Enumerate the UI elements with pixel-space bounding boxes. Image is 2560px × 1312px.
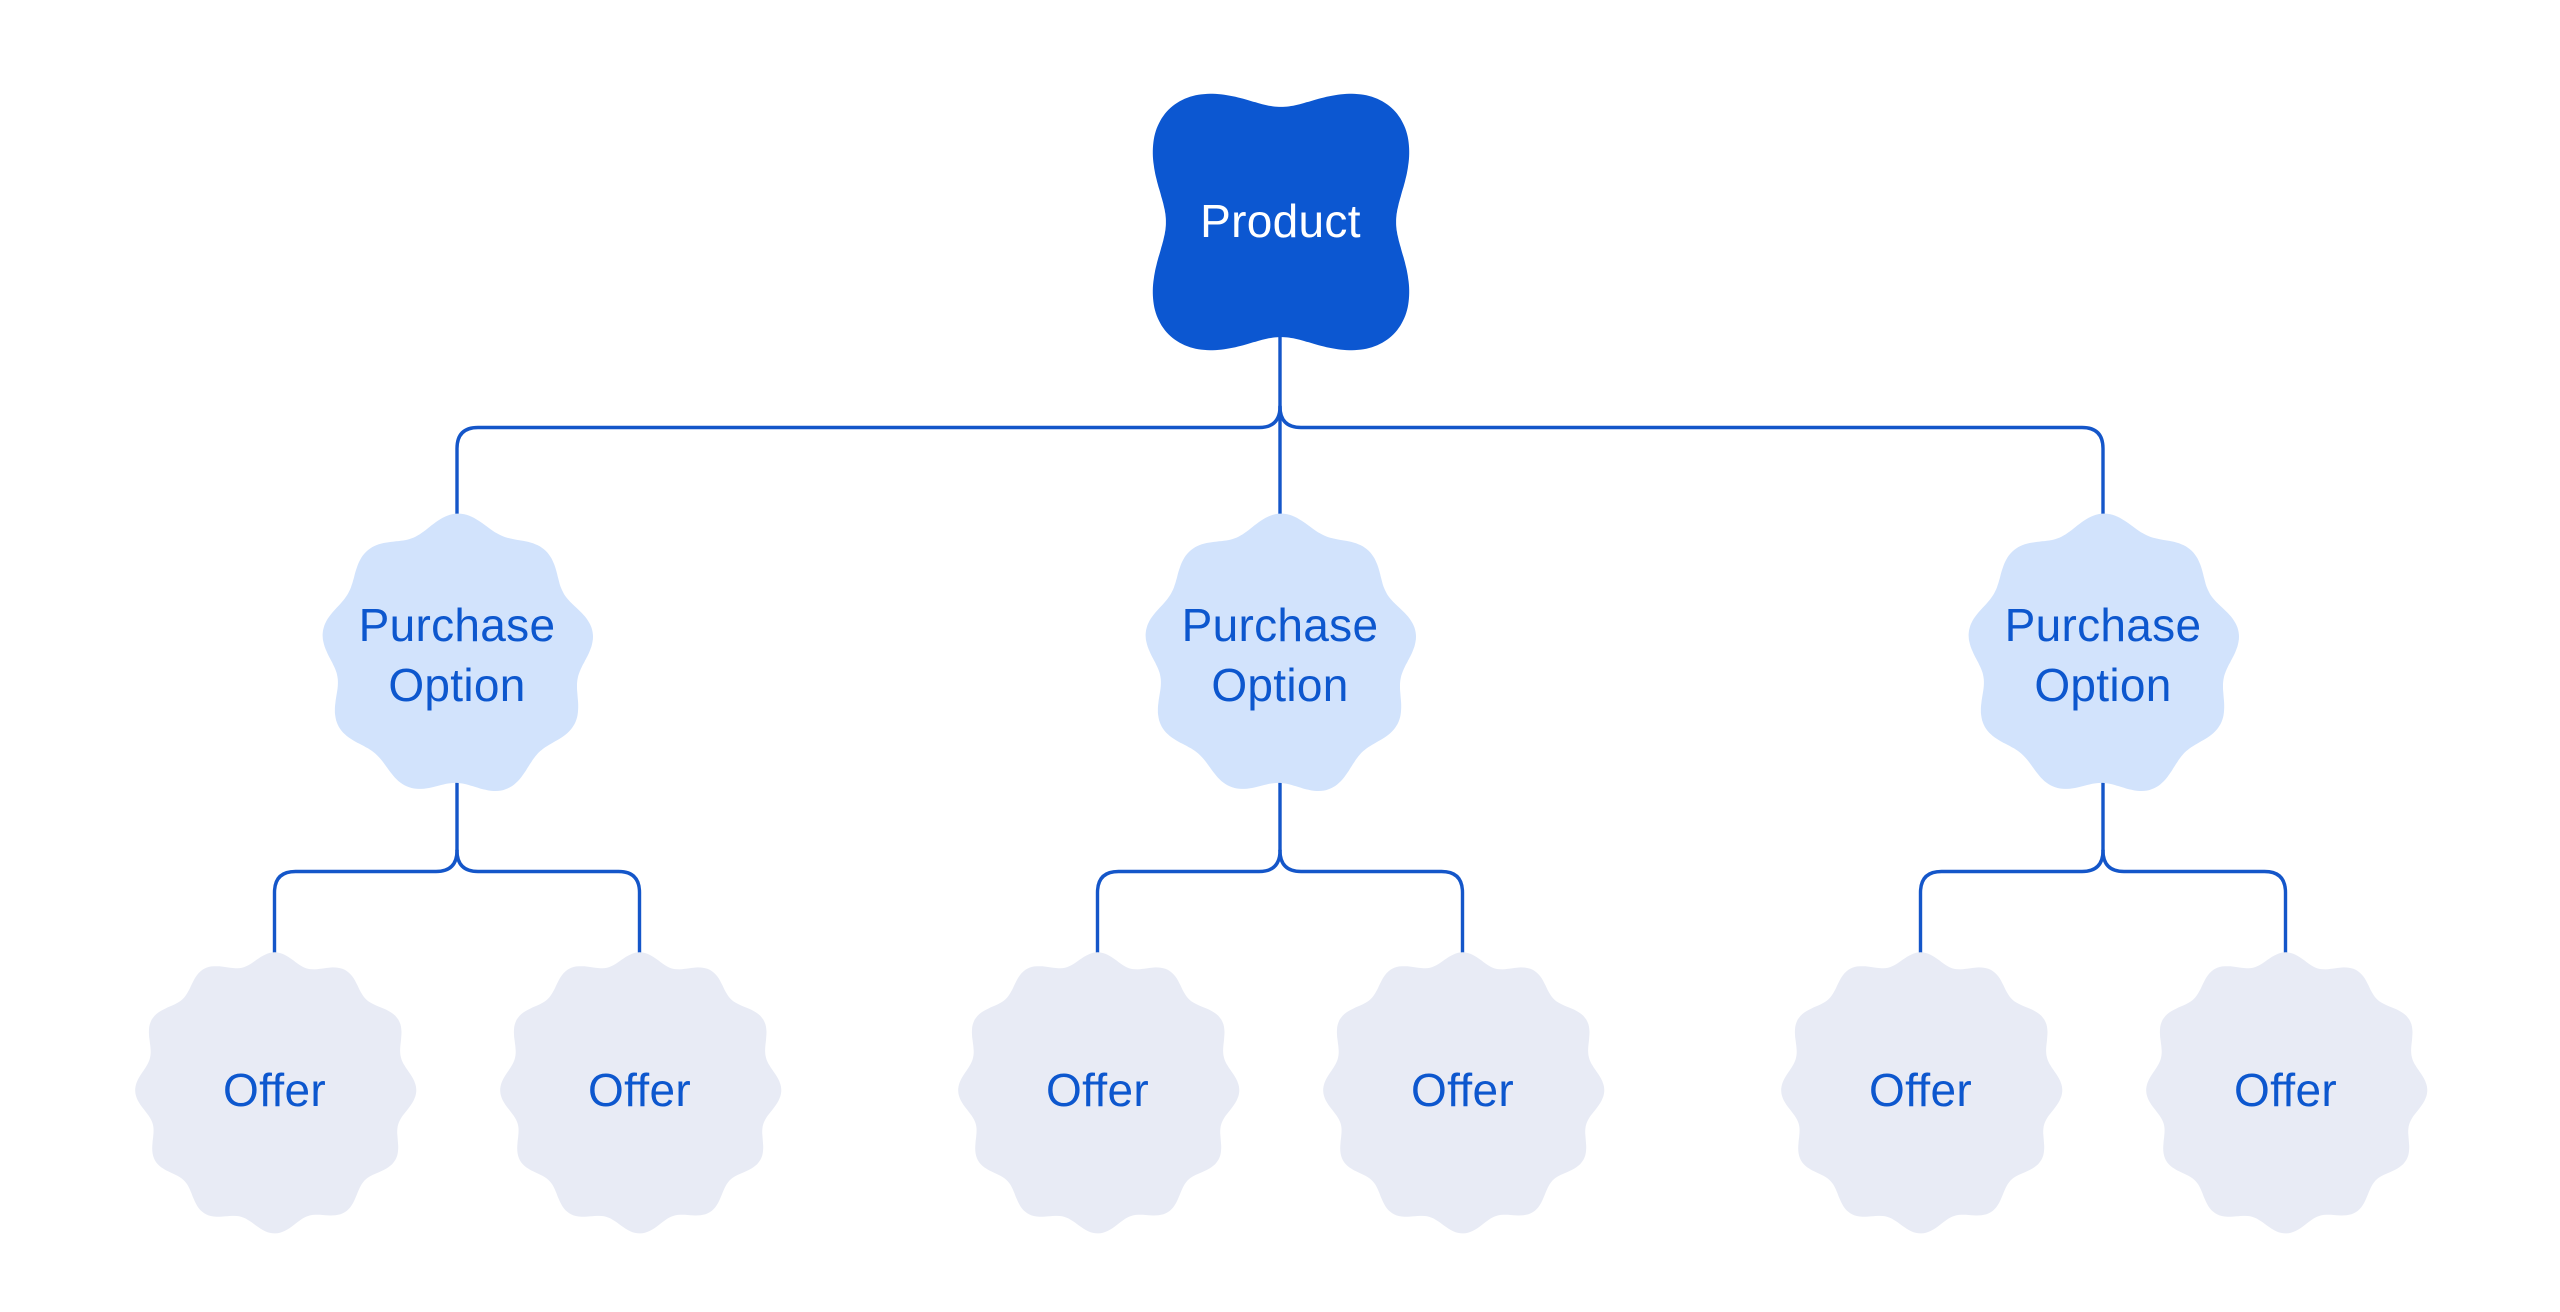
- offer-blob-shape: [499, 952, 781, 1234]
- product-blob-shape: [1152, 93, 1409, 351]
- offer-node-label: Offer: [223, 1064, 326, 1117]
- connector-line: [1918, 848, 2105, 977]
- connector-line: [455, 404, 1282, 532]
- offer-node-label: Offer: [2234, 1064, 2337, 1117]
- purchase-option-node-label: Purchase Option: [358, 599, 556, 711]
- offer-node-label: Offer: [588, 1064, 691, 1117]
- offer-blob-shape: [957, 952, 1239, 1234]
- offer-blob-shape: [1322, 952, 1604, 1234]
- offer-node: Offer: [1756, 926, 2086, 1256]
- product-node-label: Product: [1200, 195, 1361, 248]
- offer-node-label: Offer: [1046, 1064, 1149, 1117]
- connector-line: [2101, 848, 2288, 977]
- connector-line: [1278, 848, 1465, 977]
- purchase-option-node: Purchase Option: [1115, 491, 1445, 821]
- connector-line: [272, 848, 459, 977]
- purchase-option-node: Purchase Option: [1938, 491, 2268, 821]
- purchase-option-blob-shape: [1968, 513, 2239, 791]
- purchase-option-node-label: Purchase Option: [2004, 599, 2202, 711]
- purchase-option-blob-shape: [1145, 513, 1416, 791]
- purchase-option-node-label: Purchase Option: [1181, 599, 1379, 711]
- purchase-option-blob-shape: [322, 513, 593, 791]
- offer-blob-shape: [1780, 952, 2062, 1234]
- offer-node: Offer: [933, 926, 1263, 1256]
- offer-blob-shape: [2145, 952, 2427, 1234]
- offer-node: Offer: [110, 926, 440, 1256]
- offer-node: Offer: [475, 926, 805, 1256]
- purchase-option-node: Purchase Option: [292, 491, 622, 821]
- offer-node-label: Offer: [1869, 1064, 1972, 1117]
- offer-blob-shape: [134, 952, 416, 1234]
- offer-node: Offer: [2121, 926, 2451, 1256]
- connector-line: [1278, 404, 2105, 532]
- connector-line: [1095, 848, 1282, 977]
- connector-line: [455, 848, 642, 977]
- offer-node: Offer: [1298, 926, 1628, 1256]
- offer-node-label: Offer: [1411, 1064, 1514, 1117]
- product-node: Product: [1116, 57, 1446, 387]
